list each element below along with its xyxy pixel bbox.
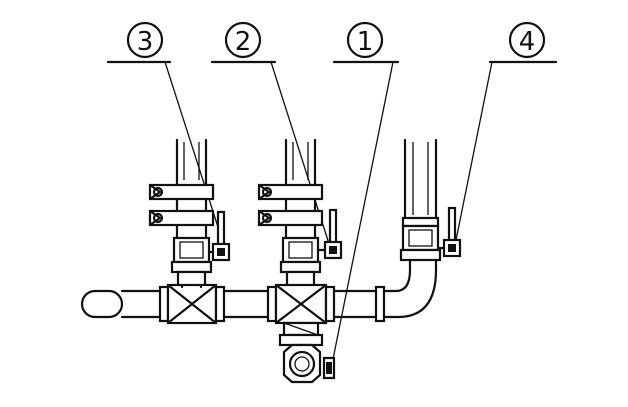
clamps-left	[148, 183, 215, 227]
callout-3-number: 3	[137, 27, 154, 57]
callout-1: 1	[331, 21, 400, 365]
callout-4-number: 4	[519, 27, 536, 57]
callout-4: 4	[453, 21, 558, 251]
drain-branch	[278, 321, 336, 384]
callout-1-number: 1	[357, 27, 374, 57]
valve-right	[399, 206, 462, 262]
main-header-pipe	[80, 258, 438, 325]
valve-middle	[279, 208, 343, 288]
clamps-middle	[257, 183, 324, 227]
valve-left	[170, 210, 231, 288]
callout-3: 3	[106, 21, 227, 253]
riser-right	[401, 138, 440, 228]
callout-2-number: 2	[235, 27, 252, 57]
